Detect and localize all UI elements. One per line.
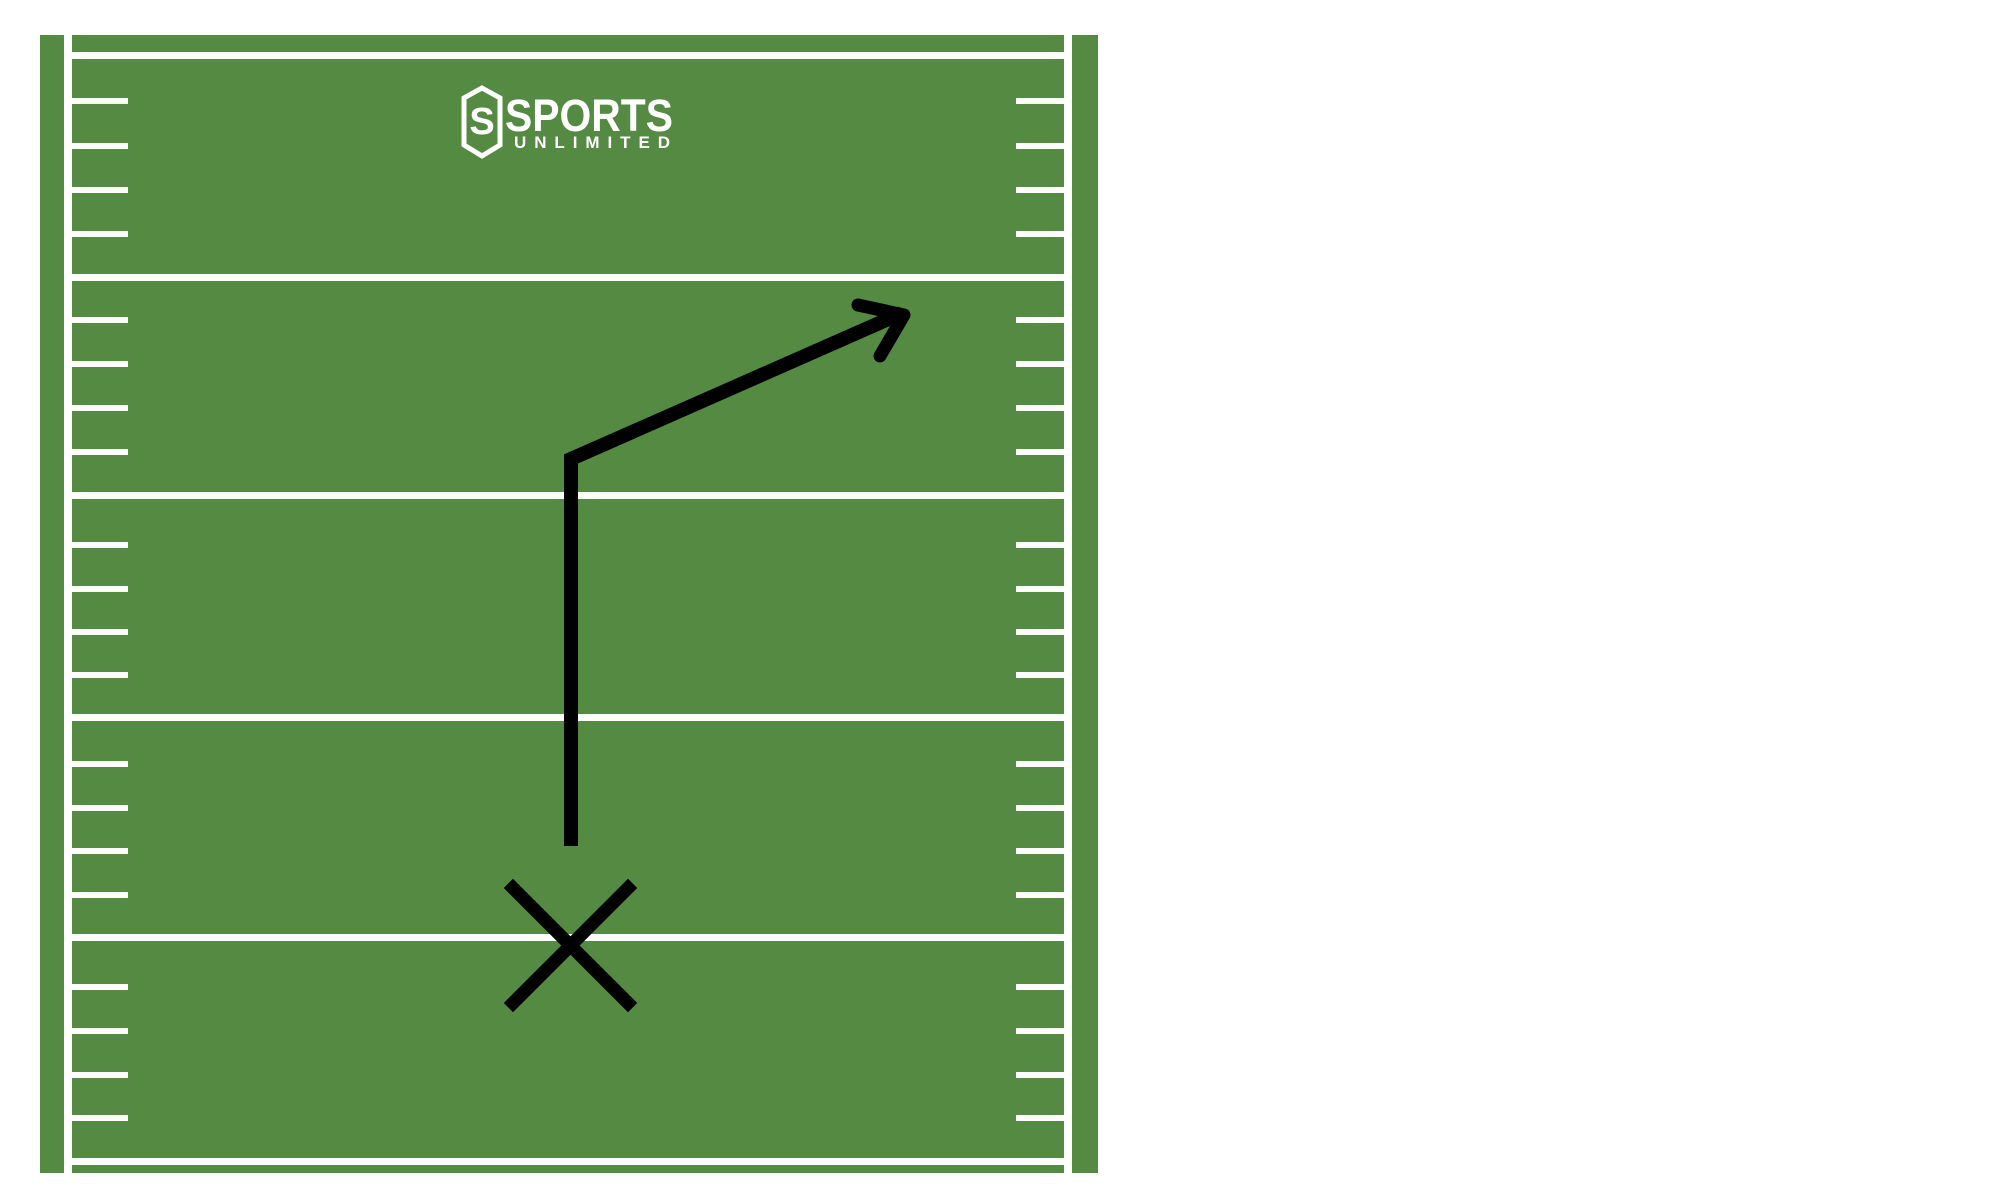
hash-mark	[1016, 629, 1064, 635]
hash-marks	[72, 98, 1064, 1121]
hash-mark	[1016, 761, 1064, 767]
hash-mark	[1016, 892, 1064, 898]
hash-mark	[72, 361, 128, 367]
bottom-end-line	[72, 1158, 1064, 1165]
hash-mark	[72, 231, 128, 237]
hash-mark	[1016, 317, 1064, 323]
hash-mark	[72, 892, 128, 898]
hash-mark	[1016, 586, 1064, 592]
hash-mark	[72, 629, 128, 635]
hash-mark	[72, 805, 128, 811]
hash-mark	[72, 1072, 128, 1078]
right-sideline	[1064, 35, 1072, 1173]
hash-mark	[72, 542, 128, 548]
hash-mark	[72, 761, 128, 767]
hash-mark	[72, 449, 128, 455]
hash-mark	[1016, 98, 1064, 104]
hash-mark	[1016, 1028, 1064, 1034]
hash-mark	[1016, 361, 1064, 367]
hash-mark	[1016, 542, 1064, 548]
hash-mark	[72, 672, 128, 678]
hash-mark	[72, 317, 128, 323]
hash-mark	[72, 984, 128, 990]
logo-badge-letter: S	[469, 101, 494, 143]
hash-mark	[72, 98, 128, 104]
hash-mark	[1016, 1115, 1064, 1121]
hash-mark	[72, 1115, 128, 1121]
top-end-line	[72, 52, 1064, 59]
hash-mark	[72, 848, 128, 854]
hash-mark	[72, 143, 128, 149]
route-arrowhead	[851, 298, 911, 363]
hash-mark	[72, 586, 128, 592]
hash-mark	[72, 187, 128, 193]
hash-mark	[72, 1028, 128, 1034]
hash-mark	[1016, 984, 1064, 990]
hash-mark	[1016, 143, 1064, 149]
left-sideline	[64, 35, 72, 1173]
hash-mark	[72, 405, 128, 411]
route-line	[564, 306, 905, 846]
hash-mark	[1016, 405, 1064, 411]
hash-mark	[1016, 449, 1064, 455]
hash-mark	[1016, 805, 1064, 811]
logo-subtitle: UNLIMITED	[514, 133, 670, 152]
player-x-marker	[503, 878, 638, 1013]
hash-mark	[1016, 848, 1064, 854]
hash-mark	[1016, 231, 1064, 237]
hash-mark	[1016, 672, 1064, 678]
shield-s-icon: S	[461, 85, 503, 159]
hash-mark	[1016, 1072, 1064, 1078]
yard-line	[72, 274, 1064, 281]
logo-wordmark: SPORTS	[505, 90, 673, 141]
hash-mark	[1016, 187, 1064, 193]
route	[564, 298, 911, 846]
